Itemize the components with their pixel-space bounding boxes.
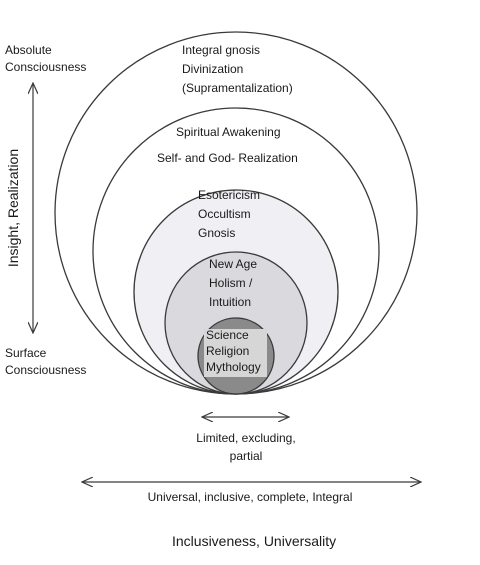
absolute-consciousness-label: Absolute Consciousness <box>5 42 86 76</box>
level-2-line-1: Spiritual Awakening <box>176 125 281 139</box>
level-5-line-3: Mythology <box>206 360 261 374</box>
limited-line-2: partial <box>229 449 263 463</box>
limited-line-1: Limited, excluding, <box>196 431 296 445</box>
absolute-label-line-2: Consciousness <box>5 60 87 74</box>
level-4-line-1: New Age <box>209 257 258 271</box>
surface-label-line-1: Surface <box>5 346 47 360</box>
core-label-box <box>204 329 267 377</box>
universal-label: Universal, inclusive, complete, Integral <box>147 490 353 504</box>
level-3-line-2: Occultism <box>198 207 251 221</box>
level-3-label: Esotericism Occultism Gnosis <box>198 186 260 243</box>
level-1-line-3: (Supramentalization) <box>182 81 293 95</box>
level-5-line-2: Religion <box>206 344 250 358</box>
insight-realization-label: Insight, Realization <box>5 148 21 268</box>
level-4-line-2: Holism / <box>209 276 253 290</box>
level-5-line-1: Science <box>206 328 249 342</box>
level-3-line-3: Gnosis <box>198 226 236 240</box>
level-1-line-2: Divinization <box>182 62 244 76</box>
surface-consciousness-label: Surface Consciousness <box>5 345 86 379</box>
surface-label-line-2: Consciousness <box>5 363 87 377</box>
level-4-line-3: Intuition <box>209 295 252 309</box>
level-1-line-1: Integral gnosis <box>182 43 261 57</box>
level-2-line-2: Self- and God- Realization <box>157 151 298 165</box>
inclusiveness-title: Inclusiveness, Universality <box>172 533 337 549</box>
level-5-label: Science Religion Mythology <box>206 327 261 375</box>
absolute-label-line-1: Absolute <box>5 43 52 57</box>
limited-label: Limited, excluding, partial <box>176 429 316 465</box>
level-1-label: Integral gnosis Divinization (Supramenta… <box>182 41 293 98</box>
level-2-label: Spiritual Awakening Self- and God- Reali… <box>157 119 298 171</box>
level-3-line-1: Esotericism <box>198 188 261 202</box>
level-4-label: New Age Holism / Intuition <box>209 255 257 312</box>
